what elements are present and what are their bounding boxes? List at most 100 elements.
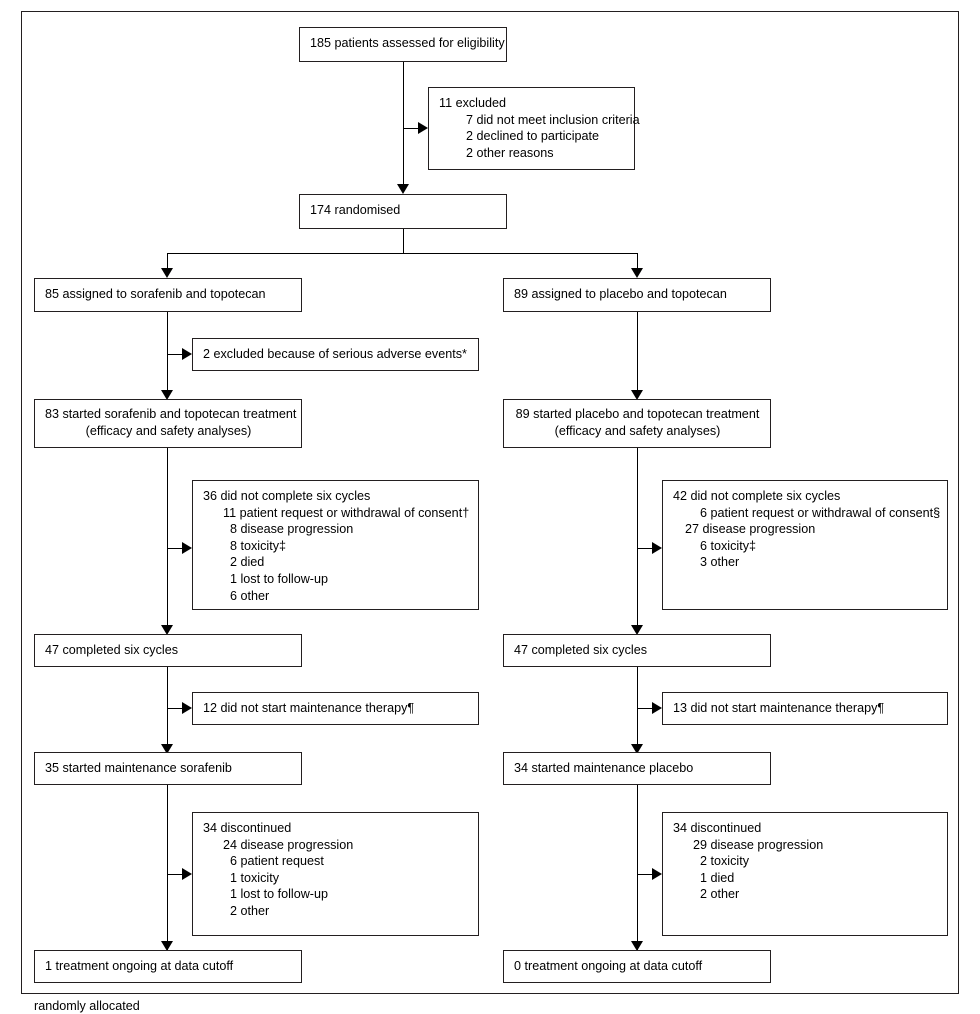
node-left-not-complete: 36 did not complete six cycles 11 patien… — [192, 480, 479, 610]
node-left-started-line1: 83 started sorafenib and topotecan treat… — [45, 407, 297, 421]
arrow-to-right-ongoing — [631, 941, 643, 951]
node-right-discontinued: 34 discontinued 29 disease progression 2… — [662, 812, 948, 936]
node-right-started-line2: (efficacy and safety analyses) — [554, 423, 721, 438]
node-left-nomaintenance-text: 12 did not start maintenance therapy¶ — [203, 701, 415, 715]
arrow-to-right-notcomplete — [652, 542, 662, 554]
node-excluded-main: 11 excluded — [439, 96, 506, 110]
connector-randomised-bus — [167, 253, 638, 254]
node-right-maintenance-text: 34 started maintenance placebo — [514, 761, 694, 775]
node-right-completed-text: 47 completed six cycles — [514, 643, 647, 657]
arrow-to-left-started — [161, 390, 173, 400]
node-right-nomaintenance-text: 13 did not start maintenance therapy¶ — [673, 701, 885, 715]
arrow-to-right-maintenance — [631, 744, 643, 754]
arrow-to-left-nomaintenance — [182, 702, 192, 714]
arrow-to-right-completed — [631, 625, 643, 635]
node-right-completed: 47 completed six cycles — [503, 634, 771, 667]
arrow-to-left-maintenance — [161, 744, 173, 754]
connector-to-excluded — [403, 128, 422, 129]
connector-bus-to-left — [167, 253, 168, 270]
node-left-discontinued-reason-4: 2 other — [230, 903, 270, 918]
node-excluded-reason-1: 2 declined to participate — [466, 129, 600, 144]
connector-left-assigned-to-started — [167, 312, 168, 393]
connector-left-to-nomaintenance — [167, 708, 186, 709]
node-assessed-for-eligibility: 185 patients assessed for eligibility — [299, 27, 507, 62]
node-right-discontinued-reason-0: 29 disease progression — [693, 837, 824, 852]
node-excluded: 11 excluded 7 did not meet inclusion cri… — [428, 87, 640, 170]
connector-right-maintenance-to-ongoing — [637, 785, 638, 951]
arrow-to-right-started — [631, 390, 643, 400]
node-right-notcomplete-reason-2: 6 toxicity‡ — [700, 538, 756, 553]
node-left-discontinued: 34 discontinued 24 disease progression 6… — [192, 812, 479, 936]
connector-right-to-nomaintenance — [637, 708, 656, 709]
figure-caption: randomly allocated — [34, 999, 140, 1013]
node-left-no-maintenance: 12 did not start maintenance therapy¶ — [192, 692, 479, 725]
figure-frame — [21, 11, 959, 994]
connector-left-maintenance-to-ongoing — [167, 785, 168, 951]
connector-right-to-discontinued — [637, 874, 656, 875]
node-left-notcomplete-reason-4: 1 lost to follow-up — [230, 571, 329, 586]
connector-randomised-stem — [403, 229, 404, 254]
arrow-to-randomised — [397, 184, 409, 194]
node-right-ongoing-text: 0 treatment ongoing at data cutoff — [514, 959, 703, 973]
node-excluded-reason-2: 2 other reasons — [466, 145, 554, 160]
node-left-sae-text: 2 excluded because of serious adverse ev… — [203, 347, 467, 361]
node-right-started: 89 started placebo and topotecan treatme… — [503, 399, 771, 448]
node-excluded-reason-0: 7 did not meet inclusion criteria — [466, 112, 640, 127]
arrow-to-left-assigned — [161, 268, 173, 278]
connector-right-completed-to-maintenance — [637, 667, 638, 747]
node-left-notcomplete-main: 36 did not complete six cycles — [203, 489, 371, 503]
node-left-completed-text: 47 completed six cycles — [45, 643, 178, 657]
connector-right-to-notcomplete — [637, 548, 656, 549]
node-right-assigned: 89 assigned to placebo and topotecan — [503, 278, 771, 312]
connector-left-to-notcomplete — [167, 548, 186, 549]
node-left-maintenance: 35 started maintenance sorafenib — [34, 752, 302, 785]
node-left-notcomplete-reason-5: 6 other — [230, 588, 270, 603]
connector-assessed-to-randomised — [403, 62, 404, 187]
node-left-discontinued-reason-3: 1 lost to follow-up — [230, 887, 329, 902]
node-left-notcomplete-reason-2: 8 toxicity‡ — [230, 538, 286, 553]
node-left-started-line2: (efficacy and safety analyses) — [85, 423, 252, 438]
arrow-to-left-sae — [182, 348, 192, 360]
node-randomised-text: 174 randomised — [310, 203, 401, 217]
node-right-no-maintenance: 13 did not start maintenance therapy¶ — [662, 692, 948, 725]
node-assessed-text: 185 patients assessed for eligibility — [310, 36, 505, 50]
connector-left-completed-to-maintenance — [167, 667, 168, 747]
node-right-notcomplete-main: 42 did not complete six cycles — [673, 489, 841, 503]
node-left-notcomplete-reason-3: 2 died — [230, 555, 265, 570]
node-right-discontinued-main: 34 discontinued — [673, 821, 762, 835]
connector-left-to-sae — [167, 354, 186, 355]
node-left-completed: 47 completed six cycles — [34, 634, 302, 667]
node-left-discontinued-reason-1: 6 patient request — [230, 854, 324, 869]
node-right-notcomplete-reason-3: 3 other — [700, 555, 740, 570]
node-right-maintenance: 34 started maintenance placebo — [503, 752, 771, 785]
connector-left-started-to-completed — [167, 448, 168, 628]
node-right-ongoing: 0 treatment ongoing at data cutoff — [503, 950, 771, 983]
node-right-not-complete: 42 did not complete six cycles 6 patient… — [662, 480, 948, 610]
node-left-ongoing-text: 1 treatment ongoing at data cutoff — [45, 959, 234, 973]
node-left-excluded-sae: 2 excluded because of serious adverse ev… — [192, 338, 479, 371]
node-right-notcomplete-reason-1: 27 disease progression — [685, 522, 816, 537]
connector-right-started-to-completed — [637, 448, 638, 628]
node-left-maintenance-text: 35 started maintenance sorafenib — [45, 761, 232, 775]
node-left-assigned-text: 85 assigned to sorafenib and topotecan — [45, 287, 266, 301]
node-right-discontinued-reason-1: 2 toxicity — [700, 854, 749, 869]
node-left-discontinued-reason-0: 24 disease progression — [223, 837, 354, 852]
node-right-started-line1: 89 started placebo and topotecan treatme… — [515, 407, 760, 421]
arrow-to-left-ongoing — [161, 941, 173, 951]
arrow-to-left-discontinued — [182, 868, 192, 880]
connector-left-to-discontinued — [167, 874, 186, 875]
arrow-to-right-assigned — [631, 268, 643, 278]
node-right-discontinued-reason-2: 1 died — [700, 870, 735, 885]
connector-right-assigned-to-started — [637, 312, 638, 393]
arrow-to-left-completed — [161, 625, 173, 635]
connector-bus-to-right — [637, 253, 638, 270]
node-right-discontinued-reason-3: 2 other — [700, 887, 740, 902]
node-left-notcomplete-reason-1: 8 disease progression — [230, 522, 354, 537]
node-right-assigned-text: 89 assigned to placebo and topotecan — [514, 287, 727, 301]
arrow-to-right-nomaintenance — [652, 702, 662, 714]
node-left-started: 83 started sorafenib and topotecan treat… — [34, 399, 302, 448]
arrow-to-right-discontinued — [652, 868, 662, 880]
node-randomised: 174 randomised — [299, 194, 507, 229]
node-left-ongoing: 1 treatment ongoing at data cutoff — [34, 950, 302, 983]
